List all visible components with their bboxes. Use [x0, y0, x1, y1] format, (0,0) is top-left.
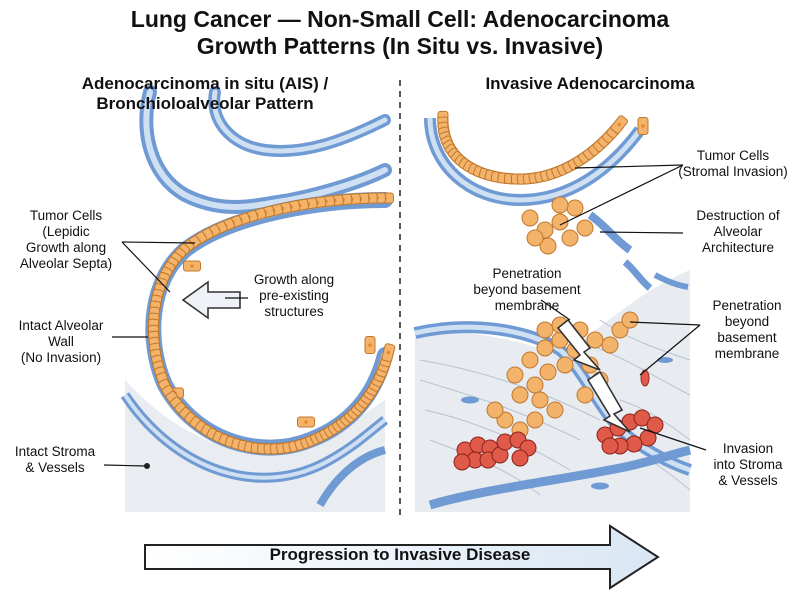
label-destruction: Destruction of Alveolar Architecture [680, 208, 796, 256]
label-line: Invasion [722, 441, 774, 456]
growth-arrow [181, 280, 241, 320]
invasive-red-cell [453, 453, 471, 471]
label-line: Intact Alveolar [18, 318, 104, 333]
label-intact-stroma: Intact Stroma & Vessels [6, 444, 104, 476]
right-panel-heading: Invasive Adenocarcinoma [420, 74, 760, 94]
left-stroma [125, 380, 385, 512]
cell-nucleus [641, 124, 645, 128]
label-line: beyond basement [473, 282, 581, 297]
label-line: beyond [724, 314, 770, 329]
cell-nucleus [386, 350, 391, 355]
label-line: Penetration [712, 298, 782, 313]
invasive-cell [539, 237, 557, 255]
invasive-cell [521, 351, 539, 369]
invasive-cell [521, 209, 539, 227]
label-line: (Stromal Invasion) [678, 164, 788, 179]
label-line: basement [717, 330, 777, 345]
invasive-cell [539, 363, 557, 381]
title-line-1: Lung Cancer — Non-Small Cell: Adenocarci… [130, 6, 670, 32]
leader-lines [103, 164, 707, 467]
invasive-cell [586, 331, 604, 349]
invasive-cell [526, 229, 544, 247]
title-line-2: Growth Patterns (In Situ vs. Invasive) [196, 33, 604, 59]
invasive-tumor-cells [437, 110, 664, 471]
invasive-cell [621, 311, 639, 329]
label-invasion: Invasion into Stroma & Vessels [700, 441, 796, 489]
progression-label: Progression to Invasive Disease [269, 545, 531, 564]
label-line: Destruction of [696, 208, 780, 223]
label-growth-along: Growth along pre-existing structures [238, 272, 350, 320]
invasive-red-cell [601, 437, 619, 455]
label-line: Alveolar Septa) [19, 256, 113, 271]
label-penetration-right: Penetration beyond basement membrane [698, 298, 796, 362]
invasive-cell [576, 219, 594, 237]
progression-arrow [144, 524, 660, 590]
invasive-cell [601, 336, 619, 354]
label-line: & Vessels [718, 473, 778, 488]
invasive-cell [551, 213, 569, 231]
label-line: pre-existing [259, 288, 329, 303]
invasive-cell [576, 386, 594, 404]
cell-nucleus [190, 264, 194, 268]
label-line: into Stroma [713, 457, 783, 472]
right-heading-text: Invasive Adenocarcinoma [485, 74, 695, 93]
invasive-cell [536, 321, 554, 339]
invasive-red-cell [511, 449, 529, 467]
invasive-cell [506, 366, 524, 384]
invasive-cell [526, 376, 544, 394]
invasive-cell [536, 339, 554, 357]
invasive-cell [551, 196, 569, 214]
invasive-cell [486, 401, 504, 419]
invasive-red-cell [625, 435, 643, 453]
label-line: Tumor Cells [696, 148, 770, 163]
label-line: Tumor Cells [29, 208, 103, 223]
left-heading-line-2: Bronchioloalveolar Pattern [96, 94, 314, 113]
label-line: Growth along [25, 240, 107, 255]
label-line: (No Invasion) [20, 350, 102, 365]
label-line: Wall [48, 334, 74, 349]
label-line: (Lepidic [42, 224, 90, 239]
invasive-cell [531, 391, 549, 409]
right-panel-art [413, 110, 692, 512]
label-line: & Vessels [25, 460, 85, 475]
diagram-title: Lung Cancer — Non-Small Cell: Adenocarci… [0, 6, 800, 60]
penetration-arrow-1 [556, 318, 601, 371]
label-line: Alveolar [713, 224, 763, 239]
label-line: Penetration [492, 266, 562, 281]
invasive-cell [546, 401, 564, 419]
left-heading-line-1: Adenocarcinoma in situ (AIS) / [81, 74, 329, 93]
left-panel-art [120, 85, 396, 512]
invasive-cell [566, 199, 584, 217]
label-line: membrane [714, 346, 780, 361]
cell-nucleus [368, 343, 372, 347]
label-penetration-center: Penetration beyond basement membrane [452, 266, 602, 314]
label-tumor-cells-stromal: Tumor Cells (Stromal Invasion) [668, 148, 798, 180]
left-panel-heading: Adenocarcinoma in situ (AIS) / Bronchiol… [40, 74, 370, 114]
label-line: membrane [494, 298, 560, 313]
label-line: Architecture [701, 240, 775, 255]
label-line: Growth along [253, 272, 335, 287]
invasive-cell [556, 356, 574, 374]
cell-nucleus [617, 122, 622, 127]
label-intact-wall: Intact Alveolar Wall (No Invasion) [8, 318, 114, 366]
cell-nucleus [304, 420, 308, 424]
label-line: Intact Stroma [14, 444, 96, 459]
invasive-cell [561, 229, 579, 247]
penetration-arrow-2 [586, 370, 631, 433]
invasive-cell [526, 411, 544, 429]
label-lepidic-tumor-cells: Tumor Cells (Lepidic Growth along Alveol… [10, 208, 122, 272]
invasive-red-cell [633, 409, 651, 427]
lepidic-tumor-cells [147, 192, 396, 455]
invasive-cell [511, 386, 529, 404]
label-line: structures [264, 304, 324, 319]
